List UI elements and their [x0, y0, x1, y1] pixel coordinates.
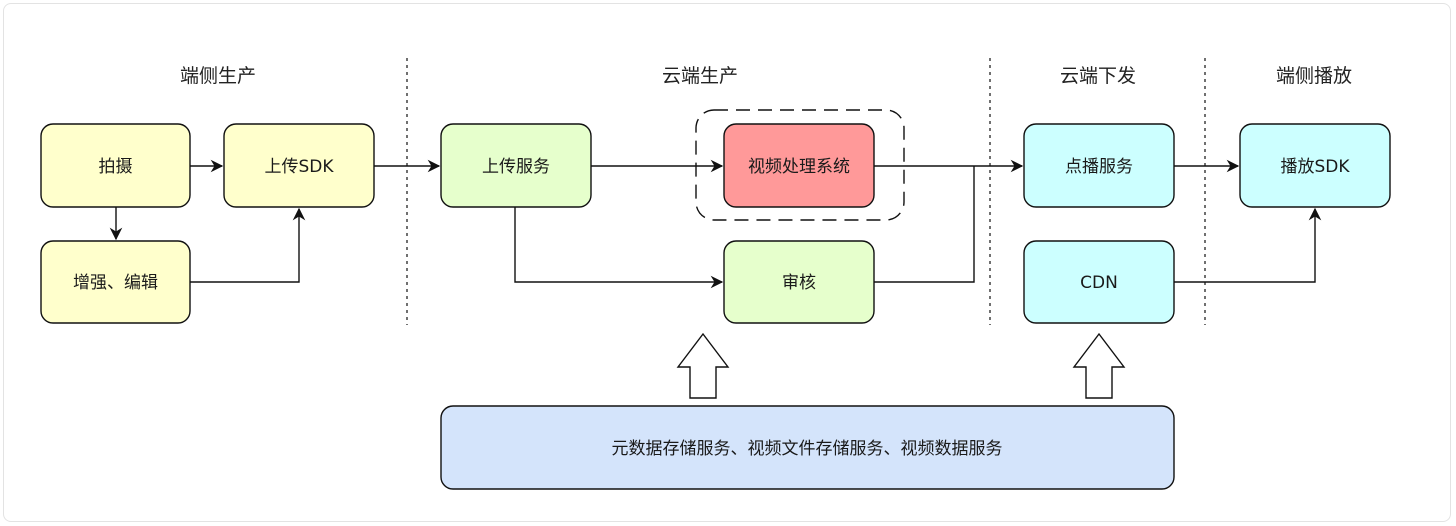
- node-enhance-edit[interactable]: 增强、编辑: [40, 240, 191, 324]
- node-cdn[interactable]: CDN: [1023, 240, 1175, 324]
- node-label: 增强、编辑: [73, 273, 158, 293]
- node-review[interactable]: 审核: [723, 240, 875, 324]
- stage-title-cloud-production: 云端生产: [662, 65, 738, 87]
- node-storage-services[interactable]: 元数据存储服务、视频文件存储服务、视频数据服务: [440, 405, 1175, 490]
- hollow-up-arrow-icon: [676, 332, 730, 399]
- edge-enhance-to-upload-sdk: [190, 207, 306, 283]
- stage-title-device-production: 端侧生产: [180, 65, 256, 87]
- edge-review-to-vod: [874, 166, 975, 283]
- edge-cdn-to-player-sdk: [1174, 207, 1322, 283]
- stage-title-device-playback: 端侧播放: [1276, 65, 1352, 87]
- hollow-up-arrow-icon: [1072, 332, 1126, 399]
- node-label: 点播服务: [1065, 157, 1133, 177]
- node-upload-service[interactable]: 上传服务: [440, 123, 592, 208]
- node-capture[interactable]: 拍摄: [40, 123, 191, 208]
- node-label: 播放SDK: [1280, 157, 1350, 177]
- highlight-dashed-frame: [695, 109, 905, 221]
- node-upload-sdk[interactable]: 上传SDK: [223, 123, 375, 208]
- node-label: 元数据存储服务、视频文件存储服务、视频数据服务: [612, 439, 1003, 459]
- stage-title-cloud-delivery: 云端下发: [1060, 65, 1136, 87]
- node-player-sdk[interactable]: 播放SDK: [1239, 123, 1391, 208]
- node-vod-service[interactable]: 点播服务: [1023, 123, 1175, 208]
- node-label: 上传SDK: [264, 157, 334, 177]
- edge-upload-service-to-review: [514, 207, 724, 289]
- node-video-processing[interactable]: 视频处理系统: [695, 109, 905, 221]
- node-label: 审核: [782, 273, 816, 293]
- node-label: 视频处理系统: [748, 157, 850, 177]
- node-label: 拍摄: [99, 157, 133, 177]
- node-label: 上传服务: [482, 157, 550, 177]
- node-label: CDN: [1080, 273, 1118, 293]
